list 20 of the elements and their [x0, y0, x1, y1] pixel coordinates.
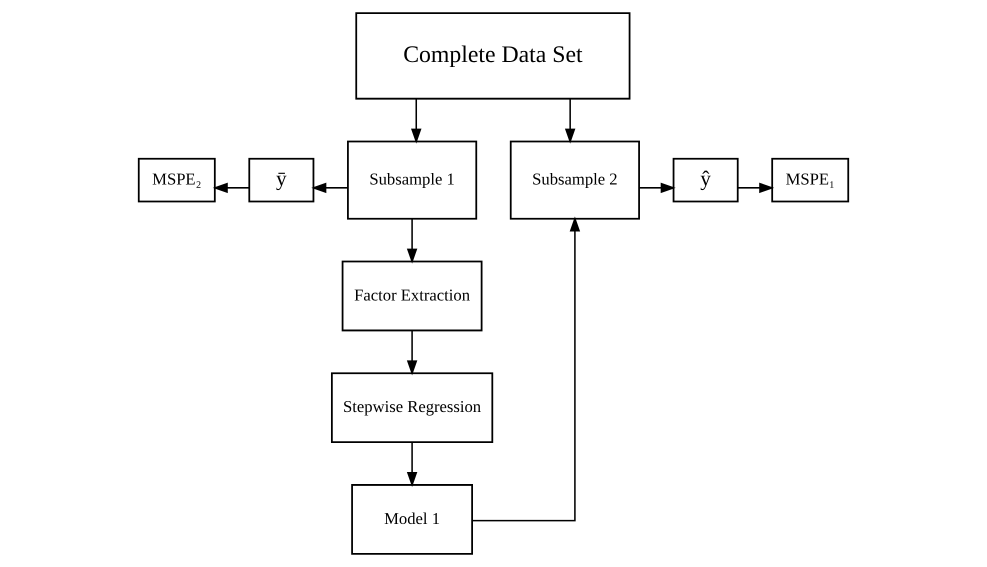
arrow [311, 182, 348, 194]
node-box: Model 1 [351, 484, 473, 555]
arrow [411, 99, 422, 144]
arrow [564, 99, 576, 144]
arrow [738, 182, 774, 194]
arrow [212, 182, 250, 194]
node-box: Stepwise Regression [330, 372, 494, 444]
node-box: MSPE₁ [771, 158, 850, 202]
arrow [472, 216, 580, 522]
arrow [406, 442, 418, 488]
node-box: Subsample 2 [510, 140, 640, 220]
node-box: MSPE₂ [138, 158, 216, 202]
arrow [406, 330, 418, 376]
node-box: ȳ [248, 158, 314, 202]
arrow [639, 182, 676, 194]
node-box: Factor Extraction [342, 260, 482, 332]
node-box: ŷ [672, 158, 739, 202]
node-box: Complete Data Set [355, 12, 630, 100]
node-box: Subsample 1 [347, 140, 478, 220]
arrow [406, 219, 418, 264]
